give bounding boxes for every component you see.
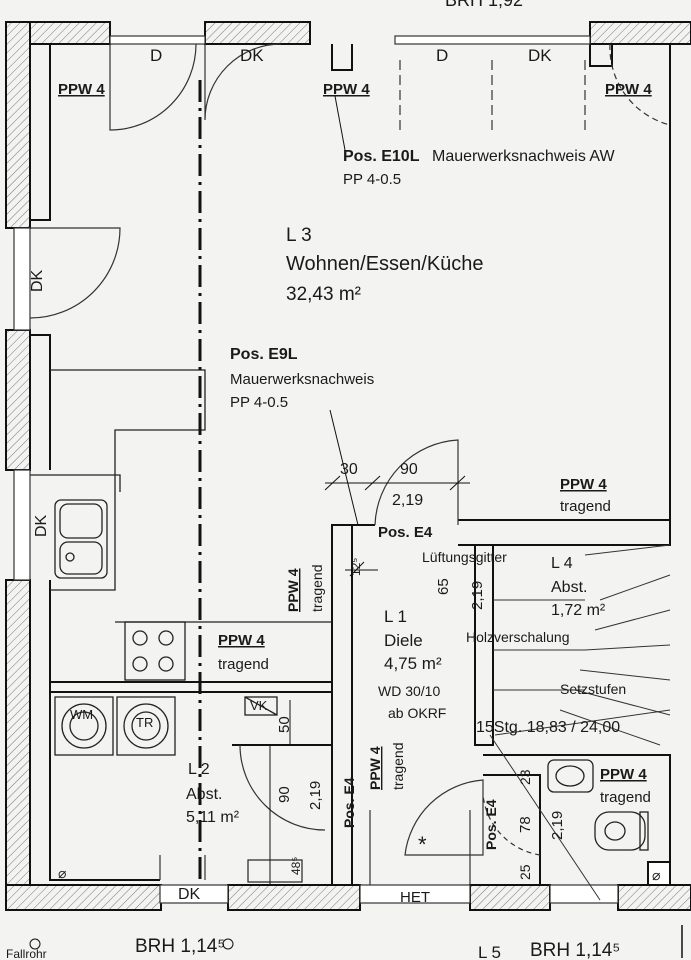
dim-l2-90: 90	[276, 786, 293, 803]
ppw-label-top-left: PPW 4	[58, 81, 105, 98]
ppw-kitchen-vertical-label: PPW 4	[285, 568, 301, 612]
room-l2-area: 5,11 m²	[186, 809, 240, 826]
downpipe-symbol: ⌀	[58, 865, 66, 881]
het-label: HET	[400, 889, 430, 906]
setzstufen-label: Setzstufen	[560, 681, 626, 697]
room-l2-id: L 2	[188, 761, 210, 778]
room-l1-area: 4,75 m²	[384, 654, 442, 673]
e10l-title: Pos. E10L	[343, 148, 420, 165]
washer-label: WM	[70, 707, 93, 722]
dim-50: 50	[276, 716, 293, 733]
dk-bottom-label: DK	[178, 886, 201, 903]
ppw-right-sub: tragend	[560, 498, 611, 515]
room-l2-name: Abst.	[186, 786, 222, 803]
e9l-spec: PP 4-0.5	[230, 394, 288, 411]
kitchen-counter	[30, 369, 332, 681]
dim-219-stair: 2,19	[469, 581, 486, 610]
dim-65: 65	[435, 578, 452, 595]
dim-30: 30	[340, 461, 358, 478]
e10l-spec: PP 4-0.5	[343, 171, 401, 188]
room-l1-name: Diele	[384, 631, 423, 650]
bath-dim-23: 23	[517, 769, 533, 785]
room-l3-name: Wohnen/Essen/Küche	[286, 253, 484, 275]
brh-left-label: BRH 1,14⁵	[135, 936, 225, 957]
bath-dim-78: 78	[517, 816, 534, 833]
room-l1-note2: ab OKRF	[388, 705, 446, 721]
fallrohr-label: Fallrohr	[6, 947, 47, 960]
room-l3-area: 32,43 m²	[286, 284, 361, 305]
door-label-d1: D	[150, 46, 162, 65]
pos-e4-top: Pos. E4	[378, 524, 433, 541]
dim-l2-219: 2,19	[307, 781, 324, 810]
staircase	[489, 544, 671, 901]
exterior-walls	[5, 21, 691, 911]
holzverschalung-label: Holzverschalung	[466, 629, 570, 645]
luftungsgitter-label: Lüftungsgitter	[422, 549, 507, 565]
e10l-desc: Mauerwerksnachweis AW	[432, 148, 615, 165]
ppw-label-top-middle: PPW 4	[323, 81, 370, 98]
pos-e4-right: Pos. E4	[483, 799, 499, 850]
room-l4-name: Abst.	[551, 579, 587, 596]
top-brh-label: BRH 1,92	[445, 0, 523, 10]
brh-right-label: BRH 1,14⁵	[530, 940, 620, 960]
downpipe-symbol-right: ⌀	[652, 867, 660, 883]
ppw-bath-sub: tragend	[600, 789, 651, 806]
top-openings	[13, 35, 671, 581]
ppw-bath-label: PPW 4	[600, 766, 647, 783]
e9l-desc: Mauerwerksnachweis	[230, 371, 374, 388]
ppw-hall-label: PPW 4	[367, 746, 383, 790]
dimension-lines	[269, 409, 470, 885]
room-l4-id: L 4	[551, 555, 573, 572]
entry-asterisk: *	[418, 832, 427, 857]
bath-fixtures	[547, 759, 649, 851]
room-l1-id: L 1	[384, 607, 407, 626]
ppw-kitchen-sub: tragend	[218, 656, 269, 673]
bath-dim-219: 2,19	[549, 811, 566, 840]
pos-e4-left: Pos. E4	[341, 777, 357, 828]
dim-219: 2,19	[392, 492, 423, 509]
door-label-dk1: DK	[240, 46, 264, 65]
laundry-appliances	[54, 696, 278, 756]
bath-dim-25: 25	[517, 864, 533, 880]
vk-label: VK	[250, 698, 268, 713]
stairs-label: 15Stg. 18,83 / 24,00	[476, 719, 620, 736]
dim-125: 12⁵	[349, 558, 363, 576]
ppw-right-label: PPW 4	[560, 476, 607, 493]
dim-90: 90	[400, 461, 418, 478]
room-l5-label: L 5	[478, 943, 501, 960]
door-label-d2: D	[436, 46, 448, 65]
e9l-title: Pos. E9L	[230, 346, 298, 363]
window-dk-left-top: DK	[29, 269, 46, 292]
interior-doors	[159, 439, 619, 904]
room-l1-note1: WD 30/10	[378, 683, 440, 699]
room-l4-area: 1,72 m²	[551, 602, 606, 619]
window-dk-left-bottom: DK	[33, 514, 50, 537]
door-label-dk2: DK	[528, 46, 552, 65]
room-l3-id: L 3	[286, 225, 312, 246]
ppw-hall-sub: tragend	[390, 743, 406, 790]
dryer-label: TR	[136, 715, 153, 730]
dim-l2-485: 48⁵	[289, 857, 303, 875]
ppw-label-top-right: PPW 4	[605, 81, 652, 98]
interior-walls	[30, 44, 671, 886]
ppw-kitchen-vertical-sub: tragend	[309, 565, 325, 612]
ppw-kitchen-label: PPW 4	[218, 632, 265, 649]
